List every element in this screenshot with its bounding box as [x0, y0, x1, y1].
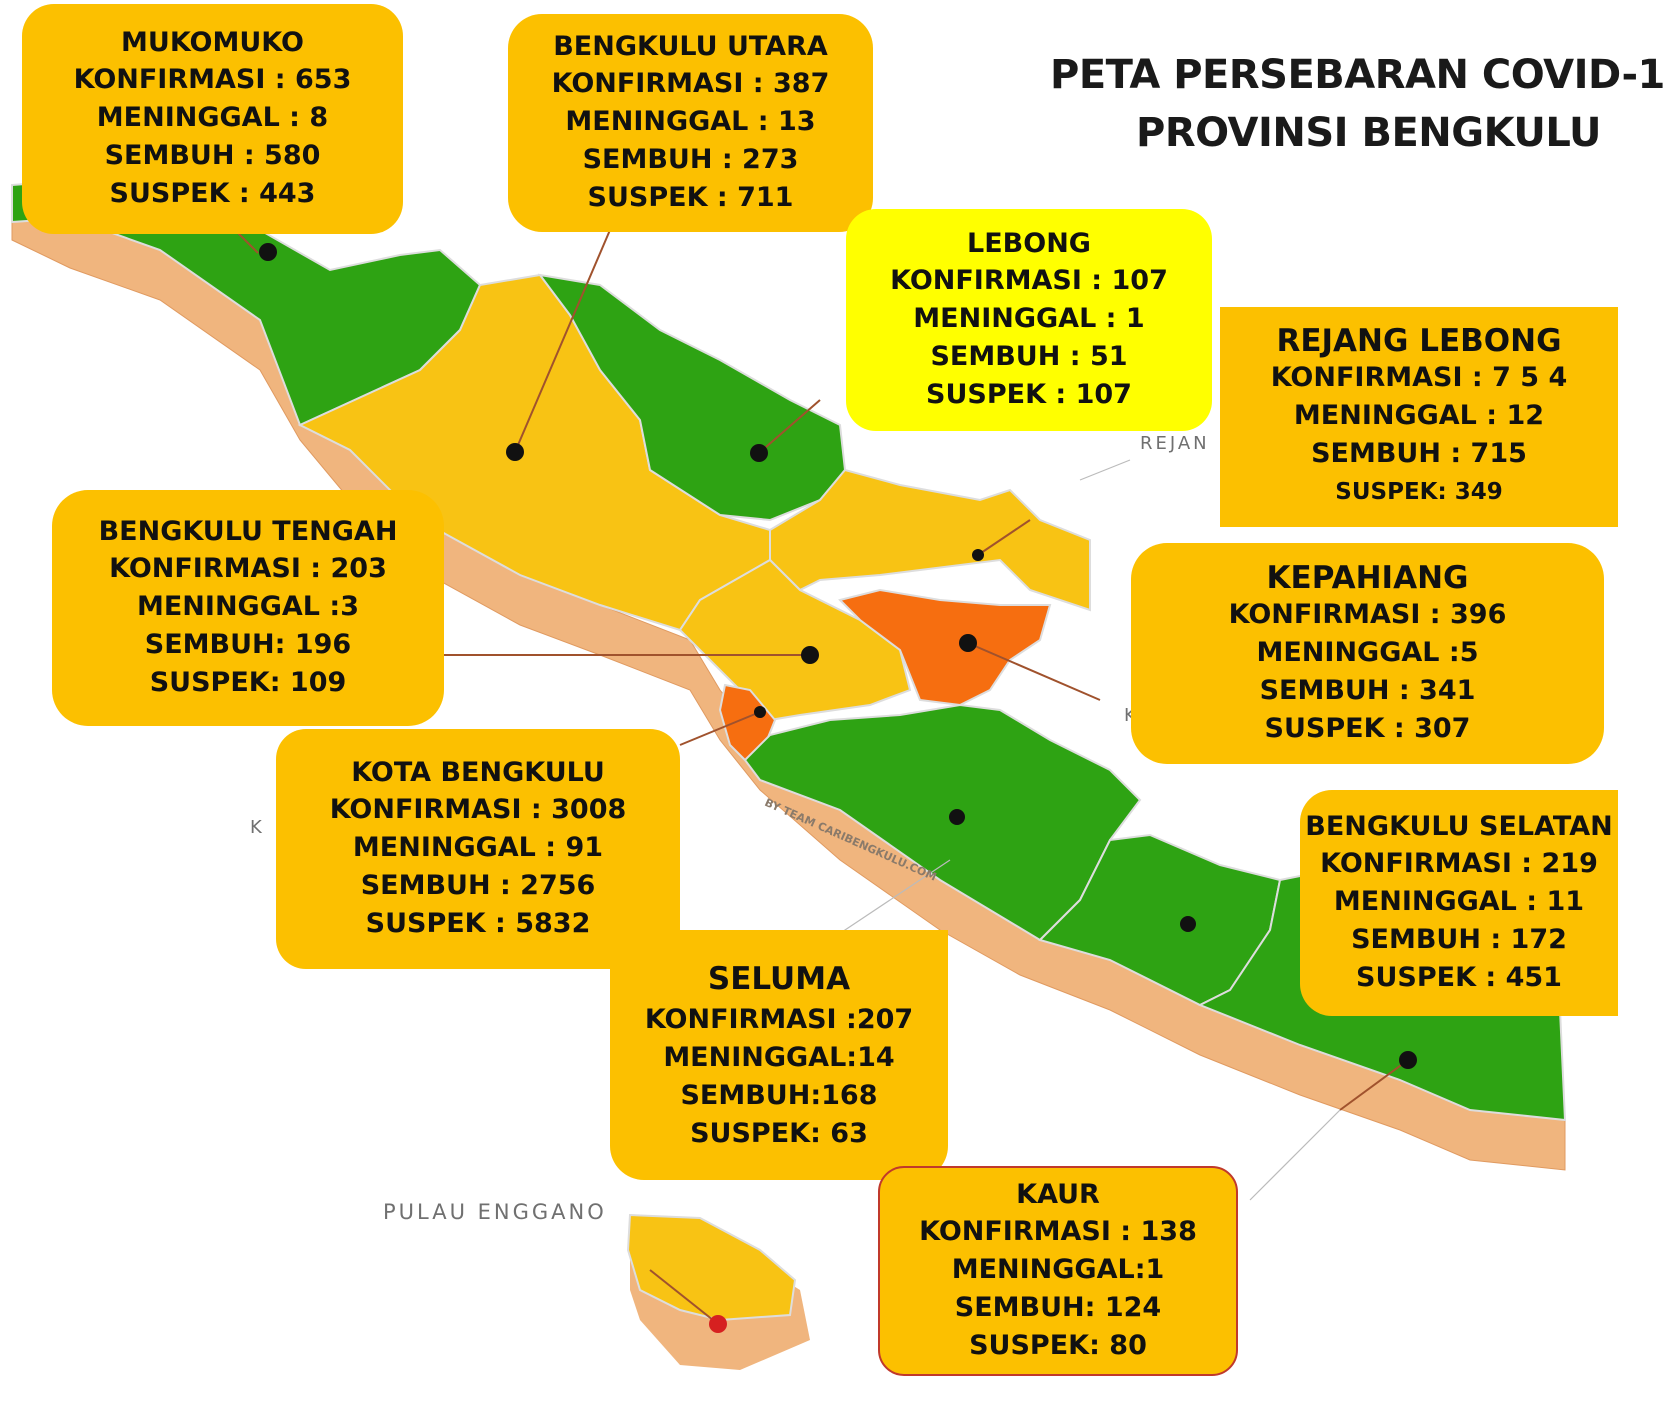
sembuh-row: SEMBUH: 196	[144, 629, 352, 660]
info-box-lebong: LEBONG KONFIRMASI : 107 MENINGGAL : 1 SE…	[846, 209, 1212, 431]
suspek-row: SUSPEK: 63	[690, 1118, 868, 1149]
page-title-line2: PROVINSI BENGKULU	[1136, 110, 1601, 156]
marker-lebong	[750, 444, 768, 462]
marker-kepahiang	[959, 634, 977, 652]
meninggal-row: MENINGGAL : 8	[96, 102, 329, 133]
suspek-row: SUSPEK : 443	[109, 178, 316, 209]
region-name: KEPAHIANG	[1266, 559, 1469, 596]
konfirmasi-row: KONFIRMASI : 396	[1228, 598, 1507, 630]
konfirmasi-row: KONFIRMASI :207	[644, 1004, 914, 1035]
province-map	[11, 178, 1567, 1370]
meninggal-row: MENINGGAL : 13	[565, 106, 816, 137]
marker-kota-bengkulu	[754, 706, 766, 718]
konfirmasi-row: KONFIRMASI : 3008	[329, 794, 627, 825]
meninggal-row: MENINGGAL:14	[663, 1042, 895, 1073]
region-name: SELUMA	[707, 961, 851, 997]
info-box-seluma: SELUMA KONFIRMASI :207 MENINGGAL:14 SEMB…	[610, 930, 948, 1180]
region-name: BENGKULU SELATAN	[1305, 811, 1613, 842]
konfirmasi-row: KONFIRMASI : 387	[551, 68, 830, 99]
sembuh-row: SEMBUH : 51	[930, 341, 1128, 372]
map-label-kepahiang-fragment: K	[1124, 705, 1139, 726]
suspek-row: SUSPEK : 5832	[365, 908, 591, 939]
konfirmasi-row: KONFIRMASI : 203	[109, 553, 387, 584]
marker-mukomuko	[259, 243, 277, 261]
region-markers	[259, 243, 1417, 1333]
sembuh-row: SEMBUH : 2756	[360, 870, 596, 901]
suspek-row: SUSPEK : 451	[1356, 962, 1562, 993]
marker-pulau-enggano	[709, 1315, 727, 1333]
sembuh-row: SEMBUH : 172	[1351, 924, 1567, 955]
region-kepahiang	[838, 588, 1052, 707]
sembuh-row: SEMBUH : 580	[104, 140, 321, 171]
info-box-bengkulu-utara: BENGKULU UTARA KONFIRMASI : 387 MENINGGA…	[508, 14, 873, 232]
marker-rejang-lebong	[972, 549, 984, 561]
sembuh-row: SEMBUH : 341	[1259, 674, 1476, 706]
marker-bengkulu-utara	[506, 443, 524, 461]
region-name: KAUR	[1016, 1179, 1100, 1210]
region-seluma	[743, 703, 1142, 942]
meninggal-row: MENINGGAL : 1	[913, 303, 1145, 334]
marker-kaur	[1399, 1051, 1417, 1069]
region-name: LEBONG	[967, 228, 1091, 259]
region-name: BENGKULU TENGAH	[98, 516, 398, 547]
info-box-mukomuko: MUKOMUKO KONFIRMASI : 653 MENINGGAL : 8 …	[22, 4, 403, 234]
meninggal-row: MENINGGAL:1	[951, 1254, 1165, 1285]
suspek-row: SUSPEK: 349	[1335, 479, 1503, 505]
suspek-row: SUSPEK: 80	[969, 1330, 1147, 1361]
page-title-line1: PETA PERSEBARAN COVID-1	[1050, 52, 1665, 98]
info-box-kota-bengkulu: KOTA BENGKULU KONFIRMASI : 3008 MENINGGA…	[276, 729, 680, 969]
info-box-kepahiang: KEPAHIANG KONFIRMASI : 396 MENINGGAL :5 …	[1131, 543, 1604, 764]
marker-bengkulu-tengah	[801, 646, 819, 664]
region-rejang-lebong	[769, 468, 1091, 612]
region-pulau-enggano	[626, 1213, 797, 1322]
region-name: REJANG LEBONG	[1276, 323, 1562, 359]
info-box-kaur: KAUR KONFIRMASI : 138 MENINGGAL:1 SEMBUH…	[878, 1166, 1238, 1376]
konfirmasi-row: KONFIRMASI : 653	[73, 64, 352, 95]
konfirmasi-row: KONFIRMASI : 138	[919, 1216, 1197, 1247]
faint-lines	[829, 459, 1341, 1201]
info-box-bengkulu-selatan: BENGKULU SELATAN KONFIRMASI : 219 MENING…	[1300, 790, 1618, 1016]
meninggal-row: MENINGGAL :5	[1256, 636, 1479, 668]
region-name: KOTA BENGKULU	[351, 757, 605, 788]
sembuh-row: SEMBUH : 273	[582, 144, 799, 175]
marker-bengkulu-selatan	[1180, 916, 1196, 932]
region-name: BENGKULU UTARA	[553, 31, 828, 62]
map-label-pulau-enggano: PULAU ENGGANO	[383, 1200, 607, 1224]
info-box-bengkulu-tengah: BENGKULU TENGAH KONFIRMASI : 203 MENINGG…	[52, 490, 444, 726]
meninggal-row: MENINGGAL : 12	[1293, 400, 1545, 431]
map-label-kota-fragment: K	[250, 817, 265, 838]
konfirmasi-row: KONFIRMASI : 7 5 4	[1270, 362, 1568, 393]
marker-seluma	[949, 809, 965, 825]
leader-lines	[229, 224, 1409, 1325]
info-box-rejang-lebong: REJANG LEBONG KONFIRMASI : 7 5 4 MENINGG…	[1220, 307, 1618, 527]
sembuh-row: SEMBUH:168	[680, 1080, 878, 1111]
sembuh-row: SEMBUH : 715	[1311, 438, 1527, 469]
konfirmasi-row: KONFIRMASI : 107	[890, 265, 1168, 296]
suspek-row: SUSPEK : 107	[926, 379, 1132, 410]
map-label-rejang-fragment: REJAN	[1140, 433, 1210, 454]
suspek-row: SUSPEK : 307	[1264, 712, 1471, 744]
meninggal-row: MENINGGAL :3	[137, 591, 359, 622]
suspek-row: SUSPEK : 711	[587, 182, 794, 213]
region-name: MUKOMUKO	[121, 27, 304, 58]
suspek-row: SUSPEK: 109	[149, 667, 347, 698]
meninggal-row: MENINGGAL : 91	[352, 832, 604, 863]
meninggal-row: MENINGGAL : 11	[1333, 886, 1585, 917]
konfirmasi-row: KONFIRMASI : 219	[1320, 848, 1598, 879]
sembuh-row: SEMBUH: 124	[954, 1292, 1162, 1323]
